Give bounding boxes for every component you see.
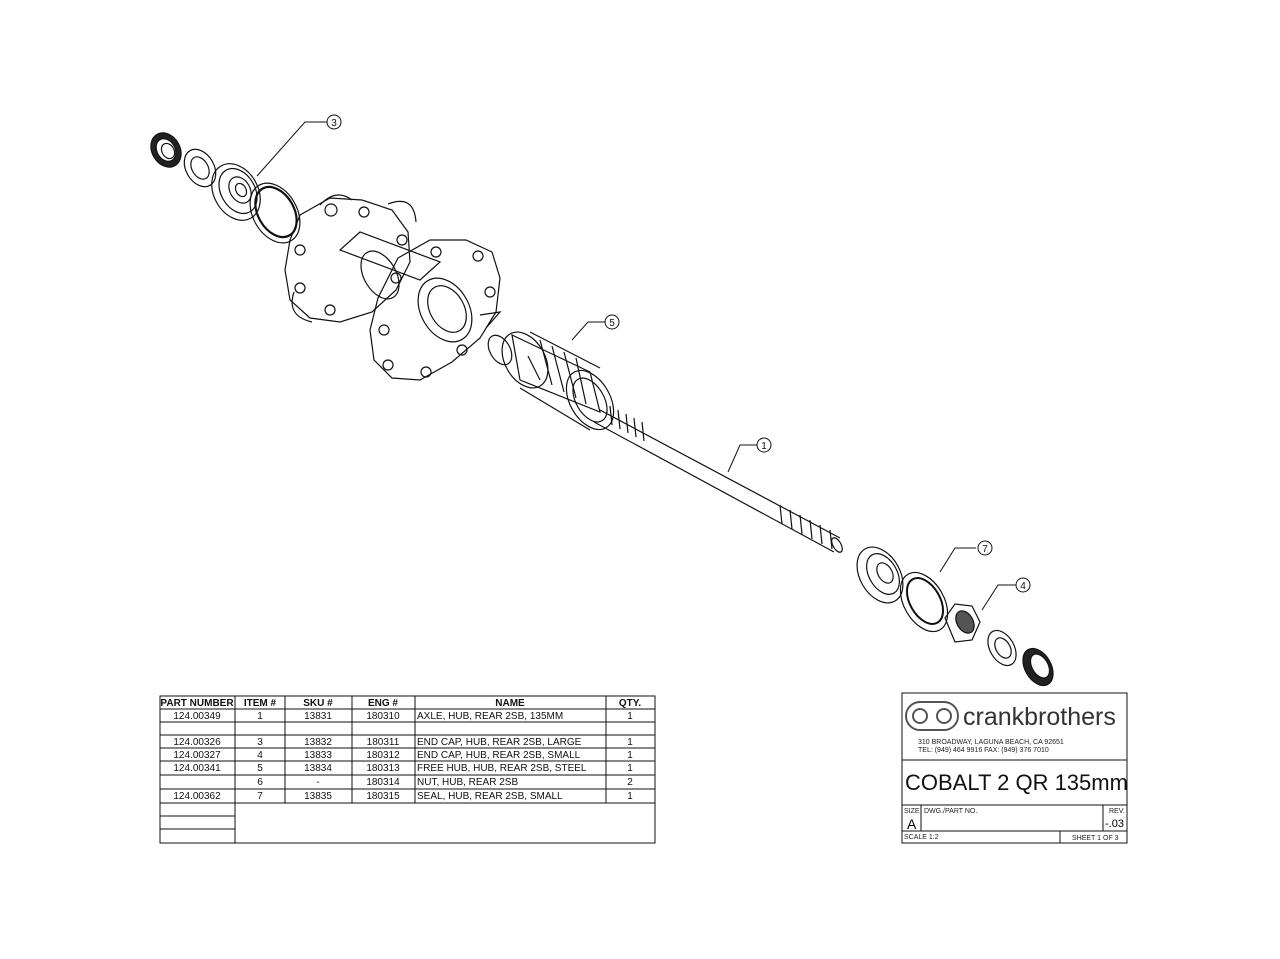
bom-cell: 13833 bbox=[304, 750, 332, 761]
bom-cell: 3 bbox=[257, 737, 263, 748]
bom-header: PART NUMBER bbox=[160, 698, 234, 709]
callout-label: 3 bbox=[331, 118, 337, 129]
bom-cell: 124.00362 bbox=[173, 791, 221, 802]
bom-cell: 13831 bbox=[304, 711, 332, 722]
bom-cell: 1 bbox=[627, 791, 633, 802]
bom-table: PART NUMBER ITEM # SKU # ENG # NAME QTY.… bbox=[159, 695, 656, 844]
bom-cell: 1 bbox=[627, 737, 633, 748]
axle-nut bbox=[944, 603, 981, 643]
drawing-title: COBALT 2 QR 135mm bbox=[905, 770, 1128, 795]
bom-cell: 1 bbox=[627, 750, 633, 761]
bom-cell: END CAP, HUB, REAR 2SB, LARGE bbox=[417, 737, 582, 748]
bom-cell: 124.00326 bbox=[173, 737, 221, 748]
rev-label: REV. bbox=[1109, 808, 1125, 815]
bom-cell: 180311 bbox=[367, 737, 400, 748]
left-end-cap bbox=[150, 132, 182, 168]
right-end-cap bbox=[1022, 647, 1054, 687]
callout-bubble-7 bbox=[977, 540, 993, 556]
bom-cell: 1 bbox=[257, 711, 263, 722]
bom-cell: 124.00349 bbox=[173, 711, 221, 722]
left-bearing bbox=[211, 163, 261, 221]
sheet-value: SHEET 1 OF 3 bbox=[1072, 835, 1119, 842]
bom-cell: 6 bbox=[257, 777, 263, 788]
bom-cell: 7 bbox=[257, 791, 263, 802]
rev-value: -.03 bbox=[1105, 818, 1124, 830]
bom-header: ITEM # bbox=[244, 698, 277, 709]
bom-cell: SEAL, HUB, REAR 2SB, SMALL bbox=[417, 791, 563, 802]
callout-bubble-1 bbox=[756, 437, 772, 453]
bom-header: NAME bbox=[495, 698, 525, 709]
callout-label: 1 bbox=[761, 441, 767, 452]
right-bearing bbox=[856, 546, 904, 604]
bom-header: QTY. bbox=[619, 698, 641, 709]
scale-value: SCALE 1:2 bbox=[904, 834, 939, 841]
bom-cell: 13835 bbox=[304, 791, 332, 802]
bom-cell: 1 bbox=[627, 763, 633, 774]
left-seal bbox=[249, 182, 301, 244]
bom-cell: 124.00341 bbox=[173, 763, 221, 774]
bom-cell: 180310 bbox=[366, 711, 400, 722]
hub-body bbox=[284, 194, 502, 381]
bom-header: ENG # bbox=[368, 698, 398, 709]
axle bbox=[593, 405, 843, 553]
bom-cell: FREE HUB, HUB, REAR 2SB, STEEL bbox=[417, 763, 587, 774]
bom-cell: 1 bbox=[627, 711, 633, 722]
left-washer bbox=[183, 148, 217, 188]
callout-bubble-3 bbox=[326, 114, 342, 130]
callout-label: 4 bbox=[1020, 581, 1026, 592]
dwg-label: DWG./PART NO. bbox=[924, 808, 977, 815]
crankbrothers-logo-icon bbox=[905, 701, 959, 731]
bom-cell: 5 bbox=[257, 763, 263, 774]
callout-label: 5 bbox=[609, 318, 615, 329]
bom-cell: 180312 bbox=[366, 750, 400, 761]
bom-cell: 4 bbox=[257, 750, 263, 761]
bom-cell: 180315 bbox=[366, 791, 400, 802]
callout-label: 7 bbox=[982, 544, 988, 555]
company-phone: TEL: (949) 464 9916 FAX: (949) 376 7010 bbox=[918, 747, 1049, 754]
bom-cell: - bbox=[316, 777, 319, 788]
right-washer bbox=[987, 629, 1017, 667]
bom-header: SKU # bbox=[303, 698, 333, 709]
company-address: 310 BROADWAY, LAGUNA BEACH, CA 92651 bbox=[918, 739, 1064, 746]
bom-cell: 2 bbox=[627, 777, 633, 788]
size-label: SIZE bbox=[904, 808, 920, 815]
right-seal bbox=[899, 571, 949, 633]
brand-name: crankbrothers bbox=[963, 703, 1116, 731]
freehub-body bbox=[487, 331, 615, 431]
size-value: A bbox=[907, 816, 917, 832]
callout-bubble-5 bbox=[604, 314, 620, 330]
callout-bubble-4 bbox=[1015, 577, 1031, 593]
bom-cell: END CAP, HUB, REAR 2SB, SMALL bbox=[417, 750, 581, 761]
title-block: crankbrothers 310 BROADWAY, LAGUNA BEACH… bbox=[901, 692, 1128, 844]
bom-cell: 13832 bbox=[304, 737, 332, 748]
bom-cell: 180314 bbox=[366, 777, 400, 788]
bom-cell: AXLE, HUB, REAR 2SB, 135MM bbox=[417, 711, 563, 722]
bom-cell: NUT, HUB, REAR 2SB bbox=[417, 777, 518, 788]
bom-cell: 13834 bbox=[304, 763, 332, 774]
bom-cell: 180313 bbox=[366, 763, 400, 774]
bom-cell: 124.00327 bbox=[173, 750, 221, 761]
